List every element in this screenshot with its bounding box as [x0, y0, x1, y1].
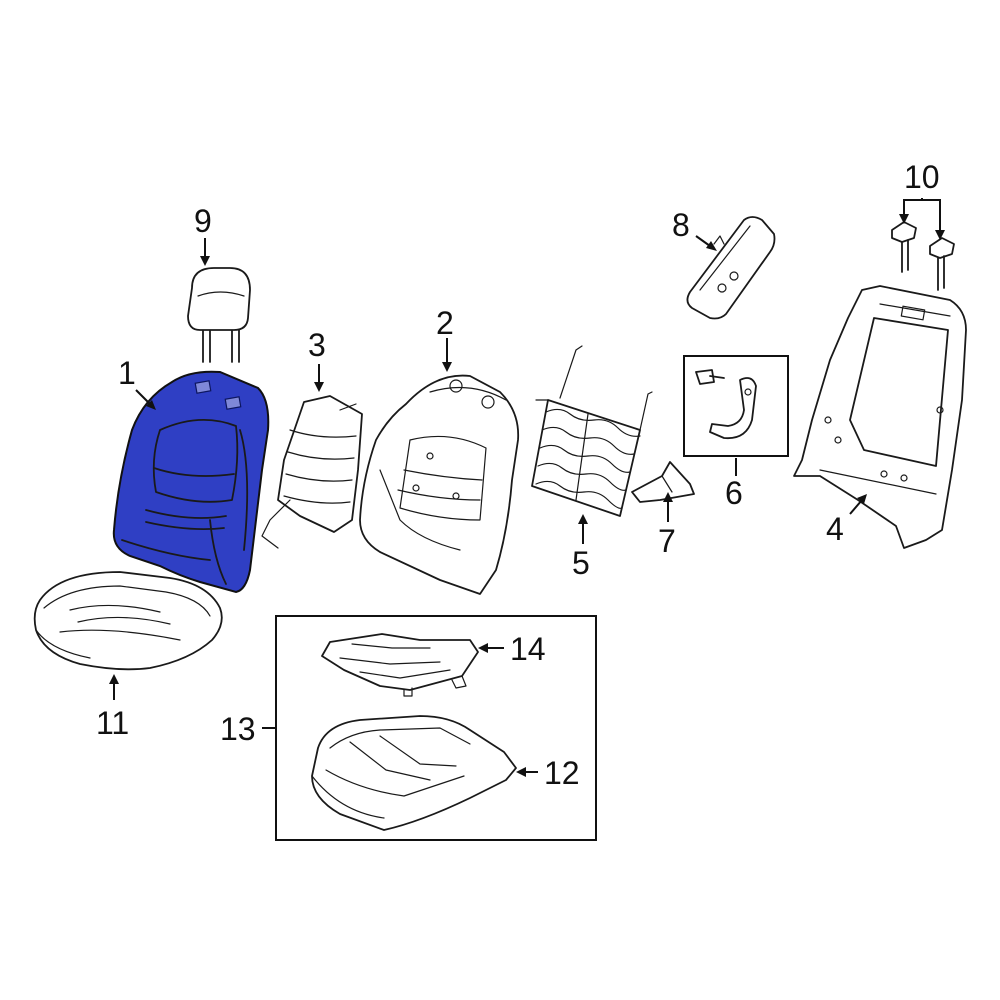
callout-3: 3: [308, 327, 326, 363]
callout-leaders: [109, 198, 945, 777]
part-14-cushion-mat[interactable]: [321, 633, 479, 697]
callout-10: 10: [904, 159, 940, 195]
seat-back-cover-shape: [112, 370, 270, 594]
part-8-control-module[interactable]: [686, 216, 776, 320]
callout-8: 8: [672, 207, 690, 243]
part-3-back-mat[interactable]: [261, 395, 363, 549]
part-10-bolts[interactable]: [891, 221, 955, 291]
callout-14: 14: [510, 631, 546, 667]
callout-5: 5: [572, 545, 590, 581]
part-1-seat-back-cover[interactable]: [112, 370, 270, 594]
part-9-headrest[interactable]: [187, 267, 251, 363]
part-11-cushion-cover[interactable]: [33, 571, 223, 671]
callout-4: 4: [826, 511, 844, 547]
part-4-back-frame[interactable]: [793, 285, 967, 549]
callout-6: 6: [725, 475, 743, 511]
callout-1: 1: [118, 355, 136, 391]
callout-7: 7: [658, 523, 676, 559]
callout-12: 12: [544, 755, 580, 791]
callout-9: 9: [194, 203, 212, 239]
part-2-back-pad[interactable]: [359, 374, 520, 595]
callout-2: 2: [436, 305, 454, 341]
callout-11: 11: [96, 705, 129, 741]
part-5-lumbar-support[interactable]: [531, 345, 653, 517]
callout-13: 13: [220, 711, 256, 747]
part-7-trim[interactable]: [631, 461, 695, 503]
part-12-cushion-pad[interactable]: [311, 715, 517, 831]
part-6-bracket[interactable]: [683, 355, 789, 457]
